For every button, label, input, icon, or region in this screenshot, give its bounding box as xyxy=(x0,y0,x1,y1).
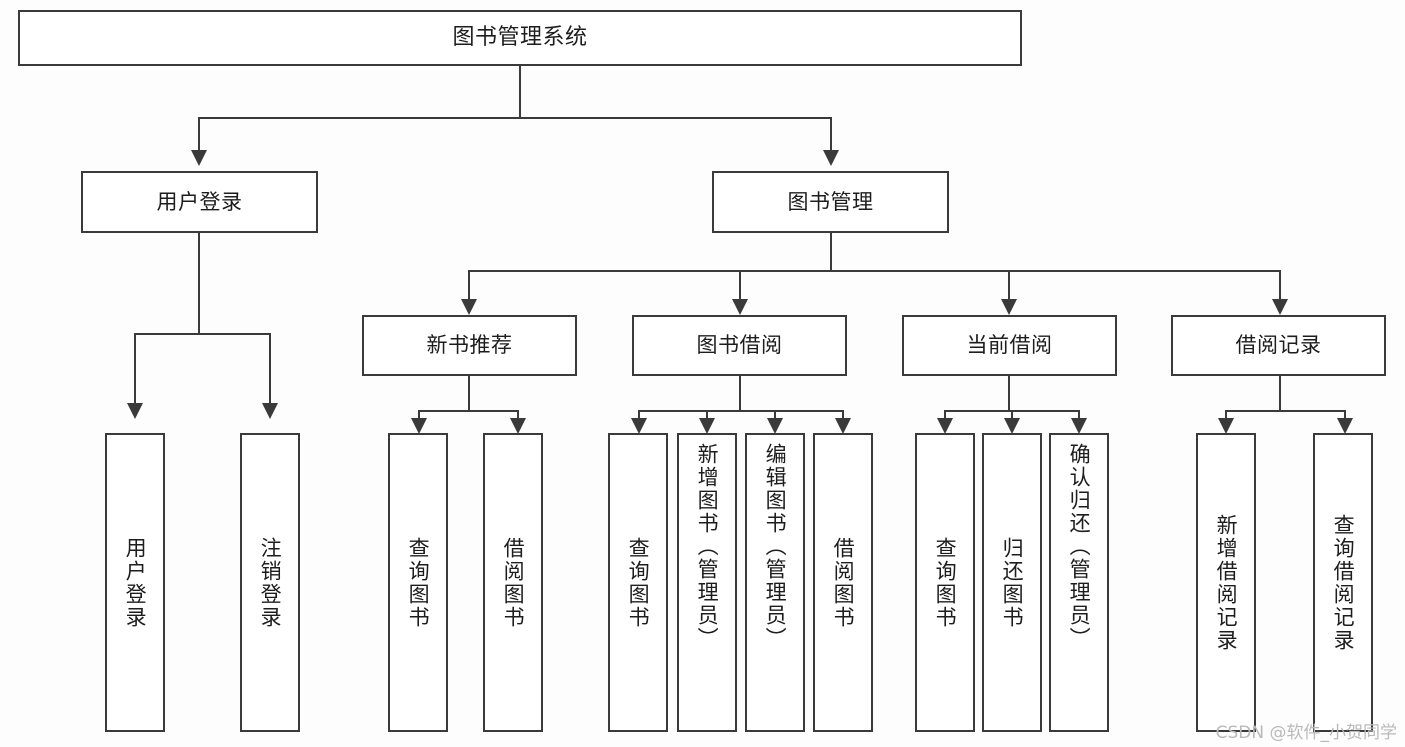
connector-borrow-record-drop-1 xyxy=(1225,410,1227,422)
leaf-query-record[interactable]: 查询借阅记录 xyxy=(1313,433,1373,732)
arrow-to-leaf-logout xyxy=(262,403,278,419)
arrow-to-new-book xyxy=(461,299,477,315)
arrow-to-leaf-user-login xyxy=(127,403,143,419)
node-borrow-record-label: 借阅记录 xyxy=(1235,333,1322,358)
leaf-query-book-3[interactable]: 查询图书 xyxy=(915,433,975,732)
connector-borrow-record-bus xyxy=(1225,410,1345,412)
connector-root-drop-1 xyxy=(198,117,200,152)
connector-user-login-drop-1 xyxy=(134,333,136,405)
arrow-to-borrow-record xyxy=(1272,299,1288,315)
arrow-to-leaf-return-book xyxy=(1004,418,1020,434)
leaf-query-book-1-label: 查询图书 xyxy=(406,536,431,629)
leaf-user-login-label: 用户登录 xyxy=(123,536,148,629)
leaf-borrow-book-1-label: 借阅图书 xyxy=(501,536,526,629)
connector-current-borrow-drop-3 xyxy=(1078,410,1080,422)
arrow-to-current-borrow xyxy=(1001,299,1017,315)
leaf-query-book-3-label: 查询图书 xyxy=(933,536,958,629)
arrow-to-leaf-query-book-3 xyxy=(937,418,953,434)
leaf-logout[interactable]: 注销登录 xyxy=(240,433,300,732)
node-current-borrow-label: 当前借阅 xyxy=(966,333,1053,358)
node-borrow-record[interactable]: 借阅记录 xyxy=(1171,315,1386,376)
arrow-to-leaf-confirm-return xyxy=(1071,418,1087,434)
connector-root-bus xyxy=(198,117,831,119)
connector-book-manage-drop-3 xyxy=(1008,270,1010,301)
connector-book-manage-drop-2 xyxy=(739,270,741,301)
leaf-add-record-label: 新增借阅记录 xyxy=(1214,513,1239,652)
leaf-query-book-1[interactable]: 查询图书 xyxy=(388,433,448,732)
leaf-query-record-label: 查询借阅记录 xyxy=(1331,513,1356,652)
node-book-manage[interactable]: 图书管理 xyxy=(712,171,949,233)
connector-current-borrow-stem xyxy=(1008,376,1010,411)
leaf-edit-book[interactable]: 编辑图书（管理员） xyxy=(745,433,805,732)
leaf-logout-label: 注销登录 xyxy=(258,536,283,629)
connector-user-login-drop-2 xyxy=(269,333,271,405)
leaf-add-book[interactable]: 新增图书（管理员） xyxy=(677,433,737,732)
connector-current-borrow-drop-2 xyxy=(1011,410,1013,422)
node-user-login[interactable]: 用户登录 xyxy=(81,171,318,233)
arrow-to-leaf-add-book xyxy=(699,418,715,434)
arrow-to-leaf-query-record xyxy=(1337,418,1353,434)
node-root[interactable]: 图书管理系统 xyxy=(18,10,1022,66)
leaf-query-book-2[interactable]: 查询图书 xyxy=(608,433,668,732)
node-user-login-label: 用户登录 xyxy=(156,189,243,214)
connector-book-borrow-bus xyxy=(638,410,843,412)
leaf-borrow-book-1[interactable]: 借阅图书 xyxy=(483,433,543,732)
arrow-to-book-manage xyxy=(823,150,839,166)
leaf-query-book-2-label: 查询图书 xyxy=(626,536,651,629)
node-book-manage-label: 图书管理 xyxy=(787,189,874,214)
connector-new-book-bus xyxy=(418,410,518,412)
arrow-to-leaf-query-book-2 xyxy=(631,418,647,434)
connector-book-borrow-drop-2 xyxy=(706,410,708,422)
connector-user-login-stem xyxy=(198,233,200,334)
node-root-label: 图书管理系统 xyxy=(452,25,588,51)
leaf-confirm-return[interactable]: 确认归还（管理员） xyxy=(1049,433,1109,732)
connector-borrow-record-stem xyxy=(1279,376,1281,411)
connector-book-borrow-drop-3 xyxy=(774,410,776,422)
connector-book-manage-drop-4 xyxy=(1279,270,1281,301)
leaf-edit-book-label: 编辑图书（管理员） xyxy=(763,443,788,650)
leaf-add-book-label: 新增图书（管理员） xyxy=(695,443,720,650)
connector-root-drop-2 xyxy=(830,117,832,152)
leaf-borrow-book-2[interactable]: 借阅图书 xyxy=(813,433,873,732)
connector-book-manage-bus xyxy=(468,270,1280,272)
leaf-borrow-book-2-label: 借阅图书 xyxy=(831,536,856,629)
connector-new-book-drop-1 xyxy=(418,410,420,422)
node-new-book[interactable]: 新书推荐 xyxy=(362,315,577,376)
connector-new-book-drop-2 xyxy=(517,410,519,422)
leaf-return-book[interactable]: 归还图书 xyxy=(982,433,1042,732)
connector-user-login-bus xyxy=(134,333,270,335)
leaf-confirm-return-label: 确认归还（管理员） xyxy=(1067,443,1092,650)
connector-borrow-record-drop-2 xyxy=(1344,410,1346,422)
connector-book-borrow-stem xyxy=(739,376,741,411)
arrow-to-user-login xyxy=(191,150,207,166)
node-new-book-label: 新书推荐 xyxy=(426,333,513,358)
leaf-add-record[interactable]: 新增借阅记录 xyxy=(1196,433,1256,732)
arrow-to-book-borrow xyxy=(732,299,748,315)
connector-new-book-stem xyxy=(468,376,470,411)
node-current-borrow[interactable]: 当前借阅 xyxy=(902,315,1117,376)
connector-current-borrow-drop-1 xyxy=(944,410,946,422)
connector-book-manage-stem xyxy=(830,233,832,271)
leaf-user-login[interactable]: 用户登录 xyxy=(105,433,165,732)
arrow-to-leaf-borrow-book-2 xyxy=(835,418,851,434)
connector-book-borrow-drop-4 xyxy=(842,410,844,422)
arrow-to-leaf-add-record xyxy=(1218,418,1234,434)
node-book-borrow-label: 图书借阅 xyxy=(696,333,783,358)
connector-book-manage-drop-1 xyxy=(468,270,470,301)
connector-root-stem xyxy=(519,66,521,118)
arrow-to-leaf-edit-book xyxy=(767,418,783,434)
leaf-return-book-label: 归还图书 xyxy=(1000,536,1025,629)
node-book-borrow[interactable]: 图书借阅 xyxy=(632,315,847,376)
arrow-to-leaf-borrow-book-1 xyxy=(510,418,526,434)
arrow-to-leaf-query-book-1 xyxy=(411,418,427,434)
connector-book-borrow-drop-1 xyxy=(638,410,640,422)
